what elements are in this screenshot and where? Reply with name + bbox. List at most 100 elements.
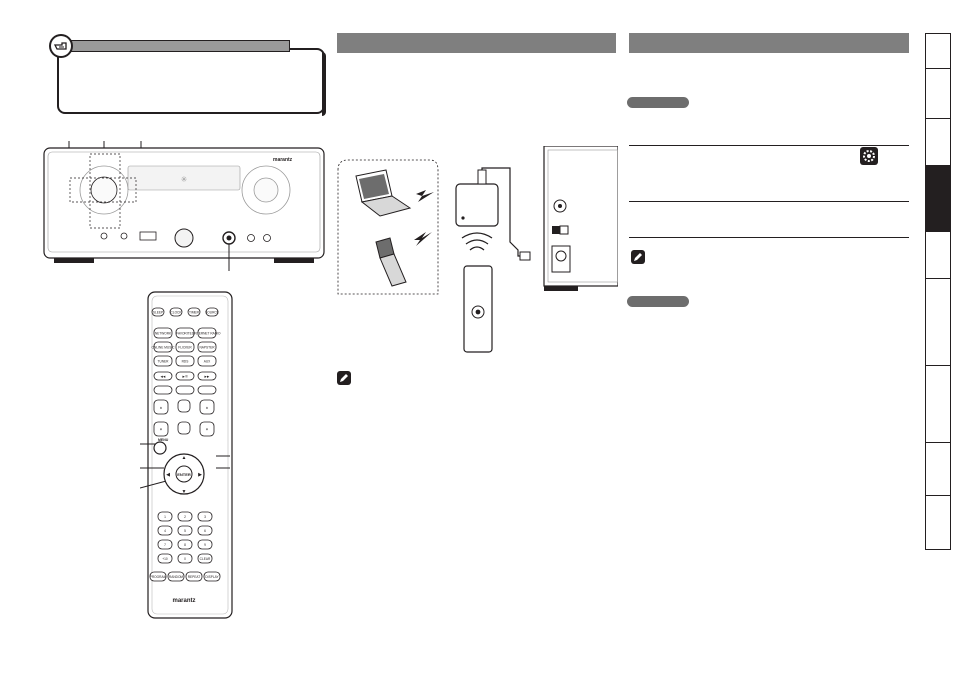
svg-text:▼: ▼ [182,489,187,495]
svg-text:✳: ✳ [181,175,188,184]
remote-btn-transport [197,371,217,381]
remote-btn-transport-label: ◀◀ [161,374,166,378]
remote-btn-ch-up [153,399,169,415]
remote-btn-key [197,511,213,522]
remote-btn-key-label: 9 [204,543,206,547]
remote-btn-transport-label: ▶/II [182,374,187,378]
remote-btn-key-label: 6 [204,529,206,533]
remote-btn-source [175,355,195,367]
remote-btn-key [177,511,193,522]
section-header-bar [337,33,616,53]
phone-illustration [375,237,407,287]
side-tab-9[interactable] [925,495,951,550]
remote-btn-source [153,327,173,339]
unit-rear-panel [543,145,619,291]
remote-btn-vol-up-label: ▲ [205,405,208,409]
remote-btn-bottom-label: RANDOM [169,575,184,579]
remote-btn-key [197,553,213,564]
remote-btn-stop [175,385,195,395]
remote-btn-vol-down [199,421,215,437]
remote-btn-source [197,341,217,353]
remote-btn-key [177,553,193,564]
svg-text:▲: ▲ [182,455,187,461]
side-tab-1[interactable] [925,33,951,69]
remote-btn-transport-label: ▶▶ [205,374,210,378]
gear-icon [860,147,878,165]
remote-btn-key [197,539,213,550]
remote-btn-source-label: NETWORK [155,331,172,335]
side-tab-5[interactable] [925,231,951,279]
remote-btn-bottom [203,571,221,582]
note-box-shadow [322,52,326,116]
remote-btn-source-label: ONLINE MUSIC [151,345,175,349]
network-diagram [334,145,619,356]
side-tab-6[interactable] [925,278,951,366]
side-tab-3[interactable] [925,118,951,166]
remote-btn-key [177,525,193,536]
remote-btn-bottom [185,571,203,582]
router-illustration [455,169,499,227]
remote-btn-key-label: +10 [162,557,168,561]
remote-btn-source-label: RDS [182,359,189,363]
remote-btn-source-label: INTERNET RADIO [194,331,221,335]
remote-btn-bottom [167,571,185,582]
remote-btn-source-label: NAPSTER [199,345,215,349]
remote-btn-key-label: 2 [184,515,186,519]
laptop-illustration [355,169,412,217]
remote-btn-source-label: TUNER [158,359,170,363]
note-box [57,48,325,114]
remote-btn-source-label: FLICKER [178,345,192,349]
remote-btn-top-label: SLEEP [153,310,163,314]
remote-btn-info [177,421,191,435]
remote-menu-button [153,441,167,455]
remote-btn-bottom-label: REPEAT [188,575,201,579]
remote-btn-key-label: CLEAR [200,557,211,561]
remote-btn-ch-down-label: ▼ [159,427,162,431]
svg-text:◀: ◀ [166,472,170,478]
remote-btn-key-label: 8 [184,543,186,547]
table-rule-mid [629,201,909,202]
remote-btn-key-label: 7 [164,543,166,547]
side-tab-8[interactable] [925,442,951,496]
remote-btn-mute [177,399,191,413]
remote-btn-source [153,355,173,367]
side-tab-7[interactable] [925,365,951,443]
step-tag-2 [627,296,689,307]
remote-btn-key [177,539,193,550]
remote-btn-source [153,341,173,353]
remote-btn-top [187,307,201,317]
remote-btn-bottom-label: PROGRAM [150,575,167,579]
small-remote-illustration [463,265,493,353]
remote-btn-vol-up [199,399,215,415]
pencil-icon-right [631,250,645,264]
remote-btn-key [157,553,173,564]
remote-btn-source-label: AUX [204,359,211,363]
remote-btn-source-label: FAVORITES [176,331,194,335]
svg-text:▶: ▶ [198,472,202,478]
remote-btn-top [205,307,219,317]
pointing-hand-icon [49,34,73,58]
remote-brand: marantz [172,598,195,604]
table-rule-bottom [629,237,909,238]
remote-btn-top [169,307,183,317]
remote-btn-top [151,307,165,317]
note-header-bar [68,40,290,52]
remote-btn-source [175,341,195,353]
remote-btn-key-label: 3 [204,515,206,519]
side-tab-2[interactable] [925,68,951,119]
remote-btn-key [157,511,173,522]
remote-btn-key-label: 5 [184,529,186,533]
remote-btn-vol-down-label: ▼ [205,427,208,431]
remote-btn-skip-fwd [197,385,217,395]
table-rule-top [629,145,909,146]
remote-btn-key [157,525,173,536]
step-tag-1 [627,97,689,108]
remote-btn-top-label: CLOCK [171,310,183,314]
remote-btn-transport [153,371,173,381]
unit-front-panel: marantz ✳ [40,138,330,273]
unit-brand: marantz [273,157,293,163]
svg-text:ENTER: ENTER [177,472,191,477]
section-header-bar-right [629,33,909,53]
side-tab-4-active[interactable] [925,165,951,232]
remote-btn-skip-back [153,385,173,395]
